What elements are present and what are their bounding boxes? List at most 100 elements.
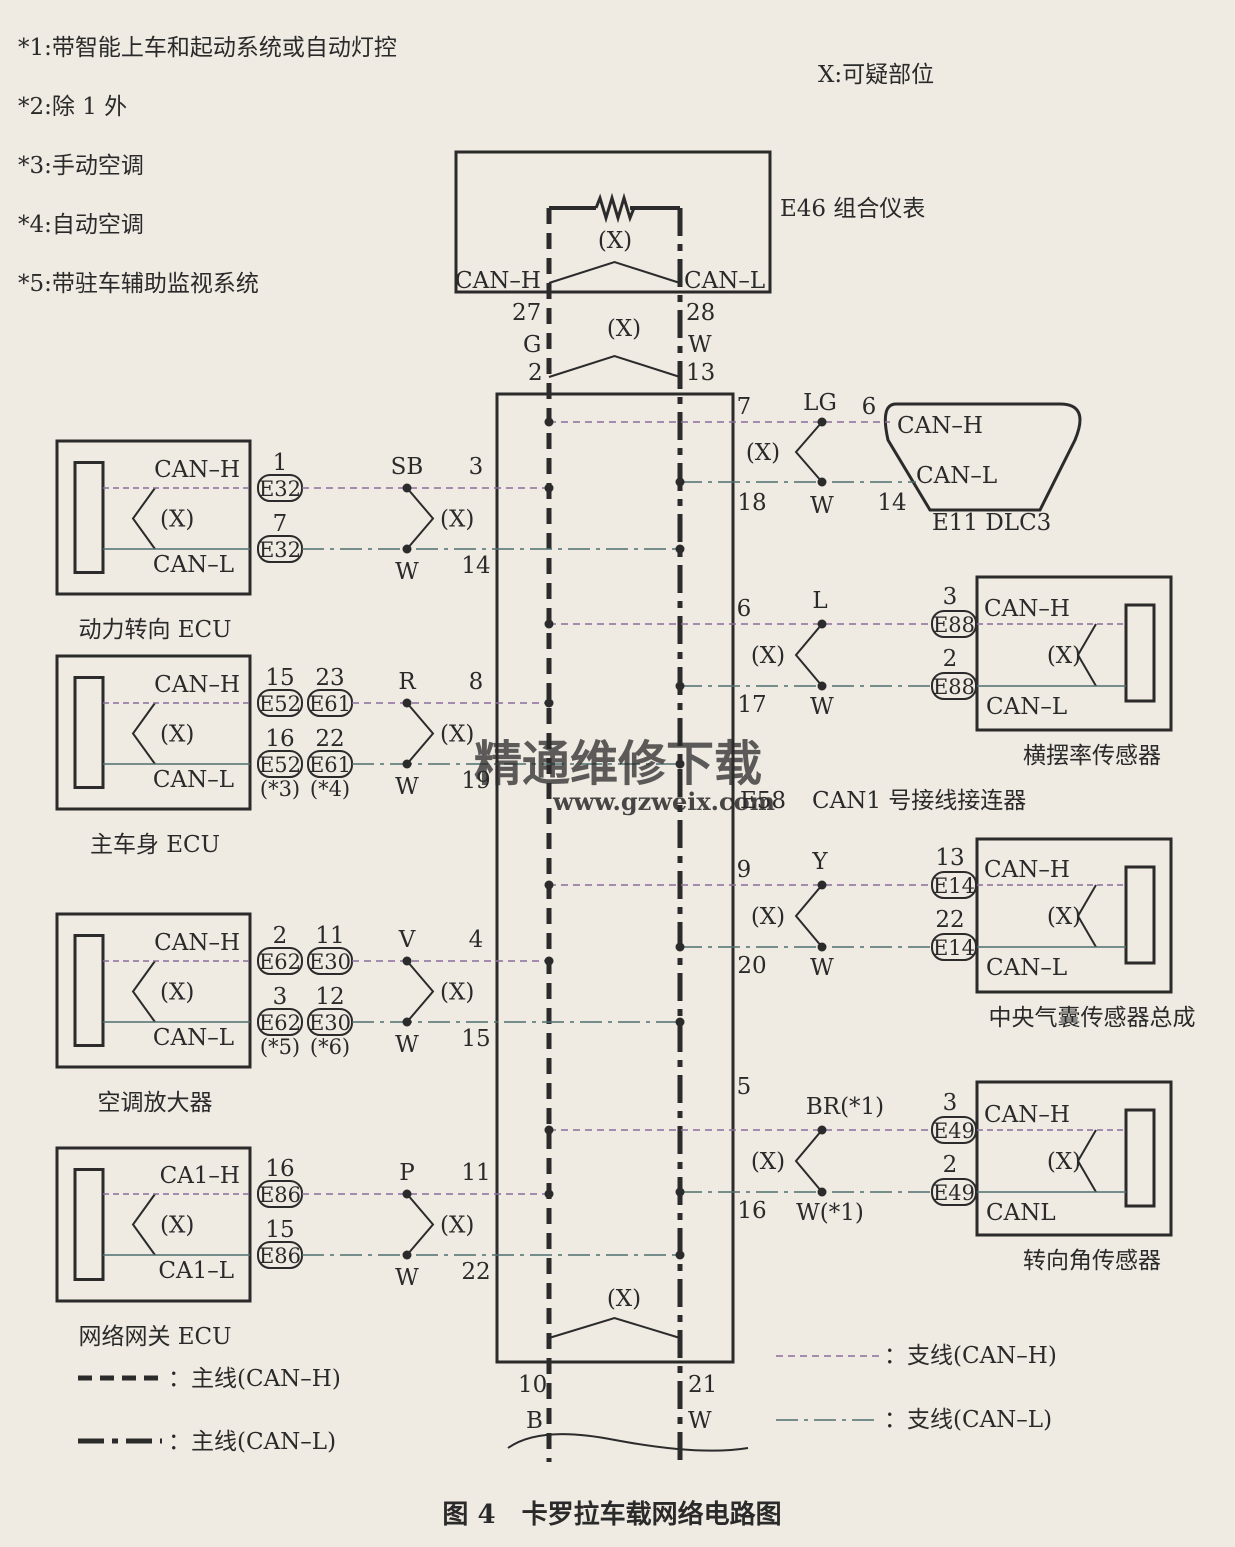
left-ecu-1-element <box>73 461 105 574</box>
dlc3-trunk-l-node <box>675 477 685 487</box>
right-sensor-1-inner-twist <box>1076 623 1097 687</box>
dlc3-h-label: CAN–H <box>897 413 983 439</box>
left-ecu-2-h-conn-2-label: E61 <box>309 692 351 716</box>
right-sensor-1-h-jpin: 6 <box>737 596 752 622</box>
left-ecu-2-box <box>55 654 252 811</box>
left-ecu-2-name: 主车身 ECU <box>90 832 220 858</box>
left-ecu-3-l-color: W <box>395 1032 419 1058</box>
dlc3-name: E11 DLC3 <box>932 510 1051 536</box>
left-ecu-3-l-pin-1: 3 <box>273 984 288 1010</box>
left-ecu-2-h-pin-1: 15 <box>265 665 294 691</box>
left-ecu-4-l-pin-1: 15 <box>265 1217 294 1243</box>
legend-main-h-text: ：主线(CAN–H) <box>168 1366 341 1392</box>
left-ecu-3-h-conn-1-label: E62 <box>259 950 301 974</box>
dlc3-connector-shape <box>883 402 1082 512</box>
trunk-break-mark <box>507 1433 749 1452</box>
right-sensor-2-h-conn-label: E14 <box>933 874 975 898</box>
right-sensor-3-h-conn-label: E49 <box>933 1119 975 1143</box>
dlc3-h-color: LG <box>803 390 837 416</box>
left-ecu-3-h-pin-1: 2 <box>273 923 288 949</box>
left-ecu-4-element <box>73 1168 105 1281</box>
right-sensor-3-l-conn <box>931 1178 977 1206</box>
junction-code: E58 <box>740 788 786 814</box>
left-ecu-2-note-2: (*4) <box>310 777 350 801</box>
left-ecu-1-l-pin-1: 7 <box>273 511 288 537</box>
left-ecu-1-name: 动力转向 ECU <box>78 617 231 643</box>
right-sensor-1-inner-suspect: (X) <box>1047 643 1081 669</box>
meter-l-pin: 28 <box>686 300 715 326</box>
meter-h-pin: 27 <box>512 300 541 326</box>
meter-suspect: (X) <box>598 228 632 254</box>
left-ecu-2-h-conn-1-label: E52 <box>259 692 301 716</box>
right-sensor-1-l-conn <box>931 672 977 700</box>
left-ecu-2-l-jpin: 19 <box>461 768 490 794</box>
left-ecu-2-l-conn-2-label: E61 <box>309 753 351 777</box>
meter-h-jpin: 2 <box>528 360 543 386</box>
left-ecu-1-wire-twist <box>406 487 435 550</box>
left-ecu-3-h-color: V <box>398 927 416 953</box>
left-ecu-1-h-label: CAN–H <box>154 457 240 483</box>
left-ecu-4-h-color: P <box>399 1160 414 1186</box>
left-ecu-3-h-conn-1 <box>257 947 303 975</box>
left-ecu-4-h-pin-1: 16 <box>265 1156 294 1182</box>
left-ecu-1-box <box>55 439 252 596</box>
right-sensor-2-l-pin: 22 <box>935 907 964 933</box>
left-ecu-2-h-jpin: 8 <box>469 669 484 695</box>
left-ecu-2-wire-twist <box>406 702 435 765</box>
right-sensor-2-h-color: Y <box>811 849 828 875</box>
dlc3-h-pin: 6 <box>862 394 877 420</box>
right-sensor-3-l-jpin: 16 <box>737 1198 766 1224</box>
left-ecu-1-inner-suspect: (X) <box>160 507 194 533</box>
left-ecu-3-wire-suspect: (X) <box>440 980 474 1006</box>
right-sensor-3-trunk-h-node <box>544 1125 554 1135</box>
junction-name: CAN1 号接线接连器 <box>812 788 1026 814</box>
left-ecu-4-trunk-h-node <box>544 1189 554 1199</box>
left-ecu-2-note-1: (*3) <box>260 777 300 801</box>
junction-bottom-l-pin: 21 <box>688 1372 717 1398</box>
dlc3-wire-twist <box>794 421 823 483</box>
right-sensor-1-name: 横摆率传感器 <box>1023 743 1161 769</box>
right-sensor-2-wire-twist <box>794 884 823 948</box>
meter-l-jpin: 13 <box>686 360 715 386</box>
right-sensor-2-l-conn-label: E14 <box>933 936 975 960</box>
left-ecu-3-note-2: (*6) <box>310 1035 350 1059</box>
right-sensor-3-box <box>975 1080 1173 1237</box>
left-ecu-3-trunk-h-node <box>544 956 554 966</box>
left-ecu-3-l-conn-1-label: E62 <box>259 1011 301 1035</box>
left-ecu-2-l-label: CAN–L <box>153 767 234 793</box>
left-ecu-3-note-1: (*5) <box>260 1035 300 1059</box>
junction-bottom-twist <box>548 1316 681 1339</box>
left-ecu-4-trunk-l-node <box>675 1250 685 1260</box>
left-ecu-2-inner-twist <box>131 702 156 765</box>
left-ecu-1-h-color: SB <box>391 454 424 480</box>
right-sensor-3-h-color: BR(*1) <box>806 1094 884 1120</box>
right-sensor-2-name: 中央气囊传感器总成 <box>989 1005 1196 1031</box>
meter-can-l-label: CAN–L <box>684 268 765 294</box>
legend-main-l-text: ：主线(CAN–L) <box>168 1429 336 1455</box>
meter-twist <box>548 260 681 284</box>
right-sensor-2-h-pin: 13 <box>935 845 964 871</box>
left-ecu-2-wire-suspect: (X) <box>440 722 474 748</box>
suspect-legend: X:可疑部位 <box>818 62 934 88</box>
left-ecu-3-h-label: CAN–H <box>154 930 240 956</box>
left-ecu-3-h-jpin: 4 <box>469 927 484 953</box>
right-sensor-3-l-color: W(*1) <box>796 1200 864 1226</box>
note-2: *2:除 1 外 <box>18 94 127 120</box>
right-sensor-2-h-label: CAN–H <box>984 857 1070 883</box>
right-sensor-1-wire-suspect: (X) <box>751 643 785 669</box>
junction-bottom-h-color: B <box>526 1408 543 1434</box>
right-sensor-2-l-label: CAN–L <box>986 955 1067 981</box>
left-ecu-1-h-pin-1: 1 <box>273 450 288 476</box>
left-ecu-3-l-jpin: 15 <box>461 1026 490 1052</box>
left-ecu-3-trunk-l-node <box>675 1017 685 1027</box>
meter-can-h-label: CAN–H <box>455 268 541 294</box>
right-sensor-2-l-jpin: 20 <box>737 953 766 979</box>
left-ecu-2-h-label: CAN–H <box>154 672 240 698</box>
dlc3-l-jpin: 18 <box>737 490 766 516</box>
note-3: *3:手动空调 <box>18 153 144 179</box>
left-ecu-4-wire-twist <box>406 1193 435 1256</box>
meter-name: E46 组合仪表 <box>780 196 925 222</box>
left-ecu-4-l-color: W <box>395 1265 419 1291</box>
right-sensor-3-inner-suspect: (X) <box>1047 1149 1081 1175</box>
left-ecu-3-inner-suspect: (X) <box>160 980 194 1006</box>
